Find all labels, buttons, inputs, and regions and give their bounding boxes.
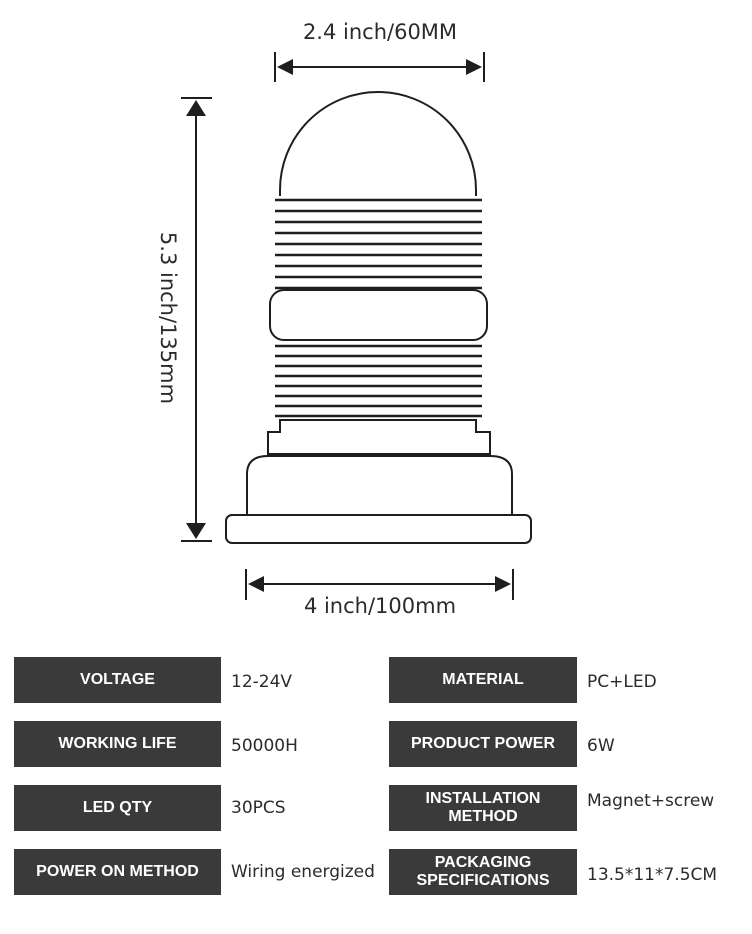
lamp-dome bbox=[279, 91, 477, 196]
upper-threads bbox=[275, 198, 482, 290]
spec-value-product-power: 6W bbox=[587, 736, 615, 756]
spec-value-voltage: 12-24V bbox=[231, 672, 293, 692]
spec-value-working-life: 50000H bbox=[231, 736, 298, 756]
spec-value-packaging-specifications: 13.5*11*7.5CM bbox=[587, 865, 718, 885]
height-dimension-label: 5.3 inch/135mm bbox=[156, 231, 180, 405]
spec-label-product-power: PRODUCT POWER bbox=[389, 721, 577, 767]
spec-value-material: PC+LED bbox=[587, 672, 657, 692]
lamp-collar bbox=[267, 431, 491, 455]
top-dimension-arrow bbox=[274, 52, 485, 82]
spec-label-led-qty: LED QTY bbox=[14, 785, 221, 831]
spec-label-installation-method: INSTALLATION METHOD bbox=[389, 785, 577, 831]
spec-label-power-on-method: POWER ON METHOD bbox=[14, 849, 221, 895]
spec-label-packaging-specifications: PACKAGING SPECIFICATIONS bbox=[389, 849, 577, 895]
spec-label-working-life: WORKING LIFE bbox=[14, 721, 221, 767]
lamp-base bbox=[246, 455, 513, 515]
spec-label-material: MATERIAL bbox=[389, 657, 577, 703]
base-plate bbox=[225, 514, 532, 544]
base-dimension-arrow bbox=[245, 569, 514, 600]
height-dimension-arrow bbox=[181, 97, 212, 542]
spec-value-installation-method: Magnet+screw bbox=[587, 791, 715, 811]
spec-value-led-qty: 30PCS bbox=[231, 798, 286, 818]
base-dimension-label: 4 inch/100mm bbox=[303, 594, 457, 618]
width-dimension-label: 2.4 inch/60MM bbox=[302, 20, 458, 44]
lower-threads bbox=[275, 344, 482, 418]
spec-value-power-on-method: Wiring energized bbox=[231, 862, 375, 882]
spec-label-voltage: VOLTAGE bbox=[14, 657, 221, 703]
middle-band bbox=[269, 289, 488, 341]
